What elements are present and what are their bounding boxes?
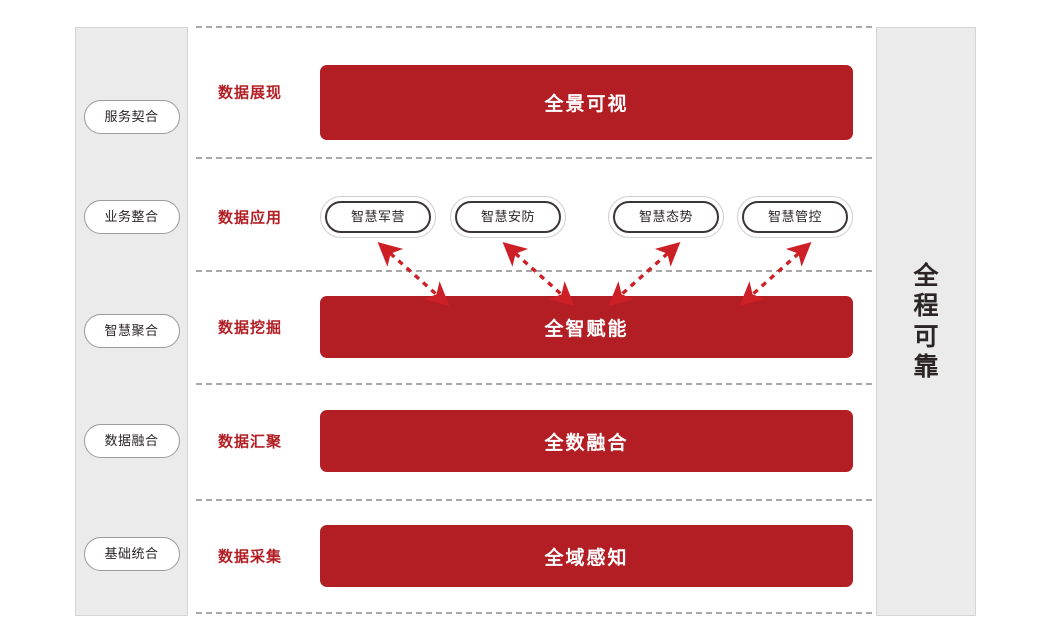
layer-row-4: 数据汇聚 全数融合 bbox=[196, 383, 872, 499]
app-pill-label: 智慧态势 bbox=[638, 209, 693, 225]
layer-stage-label-2: 数据应用 bbox=[218, 208, 283, 227]
divider-top bbox=[196, 26, 872, 28]
app-pill-inner: 智慧态势 bbox=[613, 201, 719, 233]
divider-bottom bbox=[196, 612, 872, 614]
stage-pill-label: 智慧聚合 bbox=[104, 323, 159, 339]
layer-bar-title: 全域感知 bbox=[544, 546, 629, 569]
layer-bar-3[interactable]: 全智赋能 bbox=[320, 296, 853, 358]
layer-bar-title: 全景可视 bbox=[544, 93, 629, 115]
app-pill-label: 智慧军营 bbox=[350, 209, 405, 225]
layer-bar-5[interactable]: 全域感知 bbox=[320, 525, 853, 587]
right-band-label: 全程可靠 bbox=[913, 260, 939, 382]
layer-bar-title: 全智赋能 bbox=[544, 317, 629, 340]
application-pill-row: 智慧军营 智慧安防 智慧态势 智慧管控 bbox=[320, 196, 853, 238]
layer-row-1: 数据展现 全景可视 bbox=[196, 26, 872, 157]
stage-pill-label: 业务整合 bbox=[104, 209, 159, 225]
app-pill-label: 智慧安防 bbox=[480, 209, 535, 225]
divider-4 bbox=[196, 499, 872, 501]
stage-pill-label: 服务契合 bbox=[104, 109, 159, 125]
layer-stage-label-1: 数据展现 bbox=[218, 83, 283, 101]
layer-row-5: 数据采集 全域感知 bbox=[196, 499, 872, 612]
layer-stage-label-3: 数据挖掘 bbox=[218, 318, 283, 336]
app-pill-3[interactable]: 智慧态势 bbox=[608, 196, 724, 238]
app-pill-inner: 智慧管控 bbox=[742, 201, 848, 233]
app-pill-inner: 智慧军营 bbox=[325, 201, 431, 233]
layer-bar-1[interactable]: 全景可视 bbox=[320, 65, 853, 140]
app-pill-4[interactable]: 智慧管控 bbox=[737, 196, 853, 238]
stage-pill-label: 基础统合 bbox=[104, 546, 159, 562]
stage-pill-label: 数据融合 bbox=[104, 433, 159, 449]
stage-pill-3[interactable]: 智慧聚合 bbox=[83, 314, 180, 348]
stage-pill-5[interactable]: 基础统合 bbox=[83, 537, 180, 571]
layer-bar-title: 全数融合 bbox=[544, 431, 629, 454]
app-pill-2[interactable]: 智慧安防 bbox=[450, 196, 566, 238]
app-pill-1[interactable]: 智慧军营 bbox=[320, 196, 436, 238]
app-pill-label: 智慧管控 bbox=[767, 209, 822, 225]
stage-pill-1[interactable]: 服务契合 bbox=[83, 100, 180, 134]
layer-bar-4[interactable]: 全数融合 bbox=[320, 410, 853, 472]
right-reliability-band: 全程可靠 bbox=[876, 27, 976, 616]
layer-row-2: 数据应用 bbox=[196, 157, 872, 270]
left-stage-band: 服务契合 业务整合 智慧聚合 数据融合 基础统合 bbox=[75, 27, 188, 616]
layer-stage-label-5: 数据采集 bbox=[218, 547, 283, 565]
divider-3 bbox=[196, 383, 872, 385]
app-pill-inner: 智慧安防 bbox=[455, 201, 561, 233]
stage-pill-2[interactable]: 业务整合 bbox=[83, 200, 180, 234]
layer-stack: 数据展现 全景可视 数据应用 数据挖掘 全智赋能 数据汇聚 全数融合 数据采集 … bbox=[196, 22, 872, 614]
divider-1 bbox=[196, 157, 872, 159]
stage-pill-4[interactable]: 数据融合 bbox=[83, 424, 180, 458]
layer-stage-label-4: 数据汇聚 bbox=[218, 432, 283, 451]
layer-row-3: 数据挖掘 全智赋能 bbox=[196, 270, 872, 383]
